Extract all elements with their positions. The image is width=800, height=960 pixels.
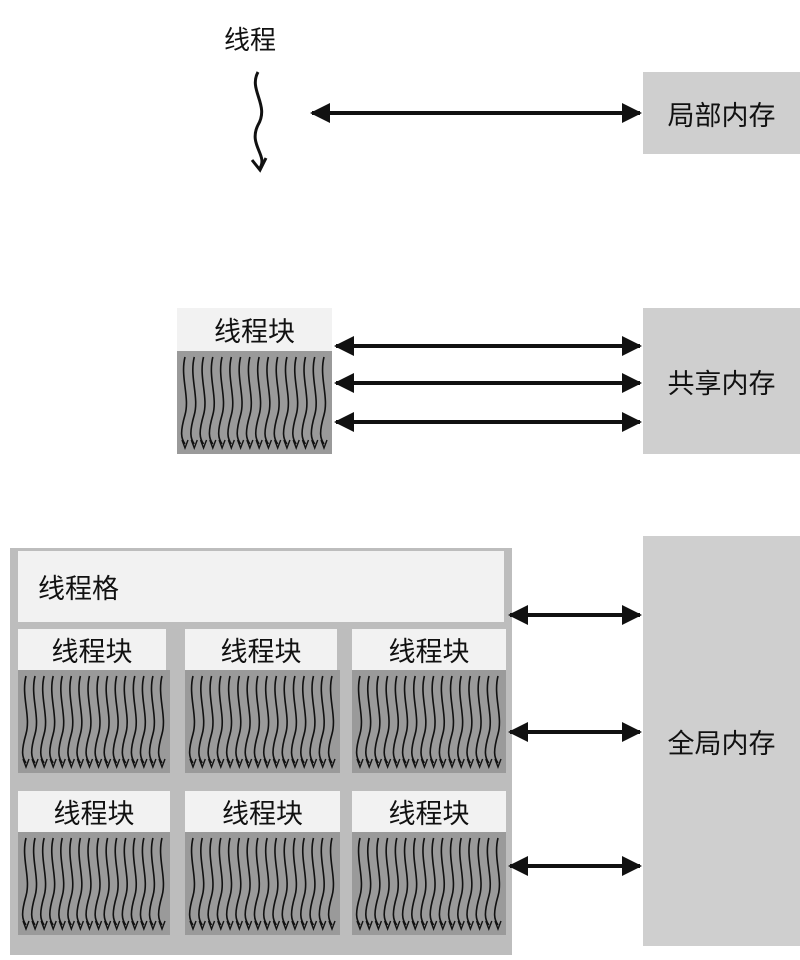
grid-block-threads (18, 670, 170, 773)
block-threads (177, 351, 332, 454)
global-memory-label: 全局内存 (667, 728, 776, 760)
grid-block-threads (185, 832, 340, 935)
threads-icon (21, 675, 166, 769)
local-memory-label: 局部内存 (667, 100, 776, 132)
block-label: 线程块 (177, 308, 332, 351)
grid-block-threads (352, 832, 506, 935)
shared-memory-label: 共享内存 (667, 368, 776, 400)
grid-block-threads (352, 670, 506, 773)
shared-memory-box: 共享内存 (643, 308, 800, 454)
threads-icon (21, 837, 166, 931)
grid-block-label: 线程块 (352, 791, 506, 832)
grid-block-label: 线程块 (185, 629, 337, 670)
threads-icon (188, 837, 336, 931)
local-memory-box: 局部内存 (643, 72, 800, 154)
grid-label: 线程格 (18, 551, 504, 622)
grid-block-label: 线程块 (18, 629, 166, 670)
thread-squiggle-icon (250, 71, 268, 173)
grid-block-label: 线程块 (18, 791, 170, 832)
threads-icon (180, 356, 328, 450)
threads-icon (355, 675, 502, 769)
grid-block-threads (185, 670, 340, 773)
global-memory-box: 全局内存 (643, 536, 800, 946)
grid-block-label: 线程块 (185, 791, 340, 832)
grid-block-label: 线程块 (352, 629, 506, 670)
threads-icon (355, 837, 502, 931)
grid-block-threads (18, 832, 170, 935)
thread-label: 线程 (224, 26, 277, 56)
threads-icon (188, 675, 336, 769)
